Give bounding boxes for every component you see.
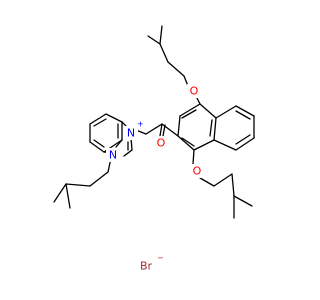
bond — [89, 141, 105, 153]
bond — [53, 183, 67, 203]
bond — [213, 117, 217, 141]
bond — [145, 123, 163, 135]
nitrogen-atom-cationic: N — [127, 127, 135, 140]
bond — [199, 103, 217, 119]
oxygen-atom-bottom: O — [193, 165, 202, 178]
bond — [93, 118, 107, 127]
bond — [93, 139, 105, 148]
chemical-structure-canvas: O O O N + N Br − — [53, 25, 255, 273]
bond — [199, 177, 215, 187]
oxygen-atom-top: O — [190, 85, 199, 98]
bond-lines — [53, 25, 255, 219]
bond — [105, 113, 123, 123]
bond — [231, 173, 235, 197]
bond — [177, 135, 195, 151]
bond — [115, 139, 123, 148]
nitrogen-atom-ring: N — [109, 149, 117, 162]
bond — [235, 137, 255, 151]
bond — [65, 183, 71, 209]
bond — [162, 124, 166, 137]
molecule-drawing: O O O N + N Br − — [53, 25, 255, 273]
bond — [213, 139, 237, 151]
oxygen-atom-carbonyl: O — [157, 137, 166, 150]
bond — [177, 115, 181, 137]
bond — [235, 105, 255, 117]
bond — [209, 119, 213, 137]
bond — [215, 105, 237, 119]
bond — [213, 173, 233, 187]
bond — [89, 113, 107, 125]
bond — [179, 103, 201, 117]
bond — [159, 123, 163, 137]
positive-charge: + — [137, 120, 144, 129]
bond — [123, 149, 133, 157]
bond — [233, 195, 253, 207]
bond — [193, 139, 215, 151]
bond — [181, 109, 197, 119]
bond — [167, 61, 185, 77]
bond — [147, 35, 161, 45]
bond — [65, 183, 91, 187]
bond — [235, 134, 251, 145]
bond — [159, 25, 163, 45]
bond — [181, 137, 195, 147]
bond — [159, 43, 169, 63]
bond — [89, 171, 109, 187]
bond — [235, 110, 251, 120]
atom-labels: O O O N + N Br − — [106, 84, 204, 273]
negative-charge: − — [157, 254, 164, 263]
bond — [192, 149, 195, 165]
bromide-ion: Br — [140, 260, 153, 273]
